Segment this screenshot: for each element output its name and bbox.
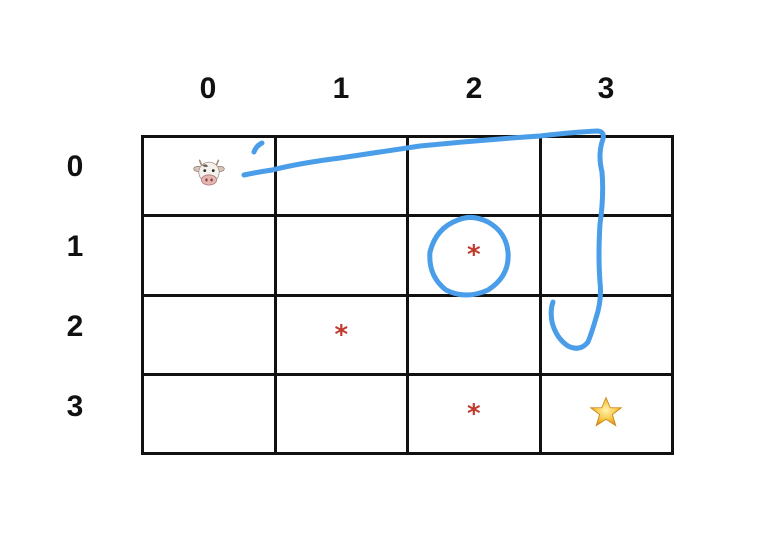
grid-cell (276, 138, 409, 218)
grid-cell (409, 138, 542, 218)
grid-cell (144, 296, 277, 376)
row-label-3: 3 (66, 390, 84, 423)
column-label-1: 1 (332, 72, 350, 105)
row-label-0: 0 (66, 150, 84, 183)
column-label-2: 2 (465, 72, 483, 105)
grid-cell (144, 138, 277, 218)
grid-cell (276, 217, 409, 297)
grid-board: * * * (141, 135, 674, 455)
cow-face-icon (192, 157, 226, 195)
grid-cell: * (276, 296, 409, 376)
grid-cell (144, 217, 277, 297)
grid-cell (541, 217, 674, 297)
obstacle-asterisk: * (466, 398, 481, 429)
obstacle-asterisk: * (466, 240, 481, 271)
grid-cell: * (409, 375, 542, 455)
grid-cell: * (409, 217, 542, 297)
grid-cell (276, 375, 409, 455)
star-icon (589, 395, 623, 433)
row-label-1: 1 (66, 230, 84, 263)
grid-cell (541, 375, 674, 455)
row-label-2: 2 (66, 310, 84, 343)
grid-cell (541, 138, 674, 218)
grid-cell (541, 296, 674, 376)
grid-cell (144, 375, 277, 455)
column-label-0: 0 (199, 72, 217, 105)
obstacle-asterisk: * (334, 319, 349, 350)
grid-cell (409, 296, 542, 376)
column-label-3: 3 (597, 72, 615, 105)
